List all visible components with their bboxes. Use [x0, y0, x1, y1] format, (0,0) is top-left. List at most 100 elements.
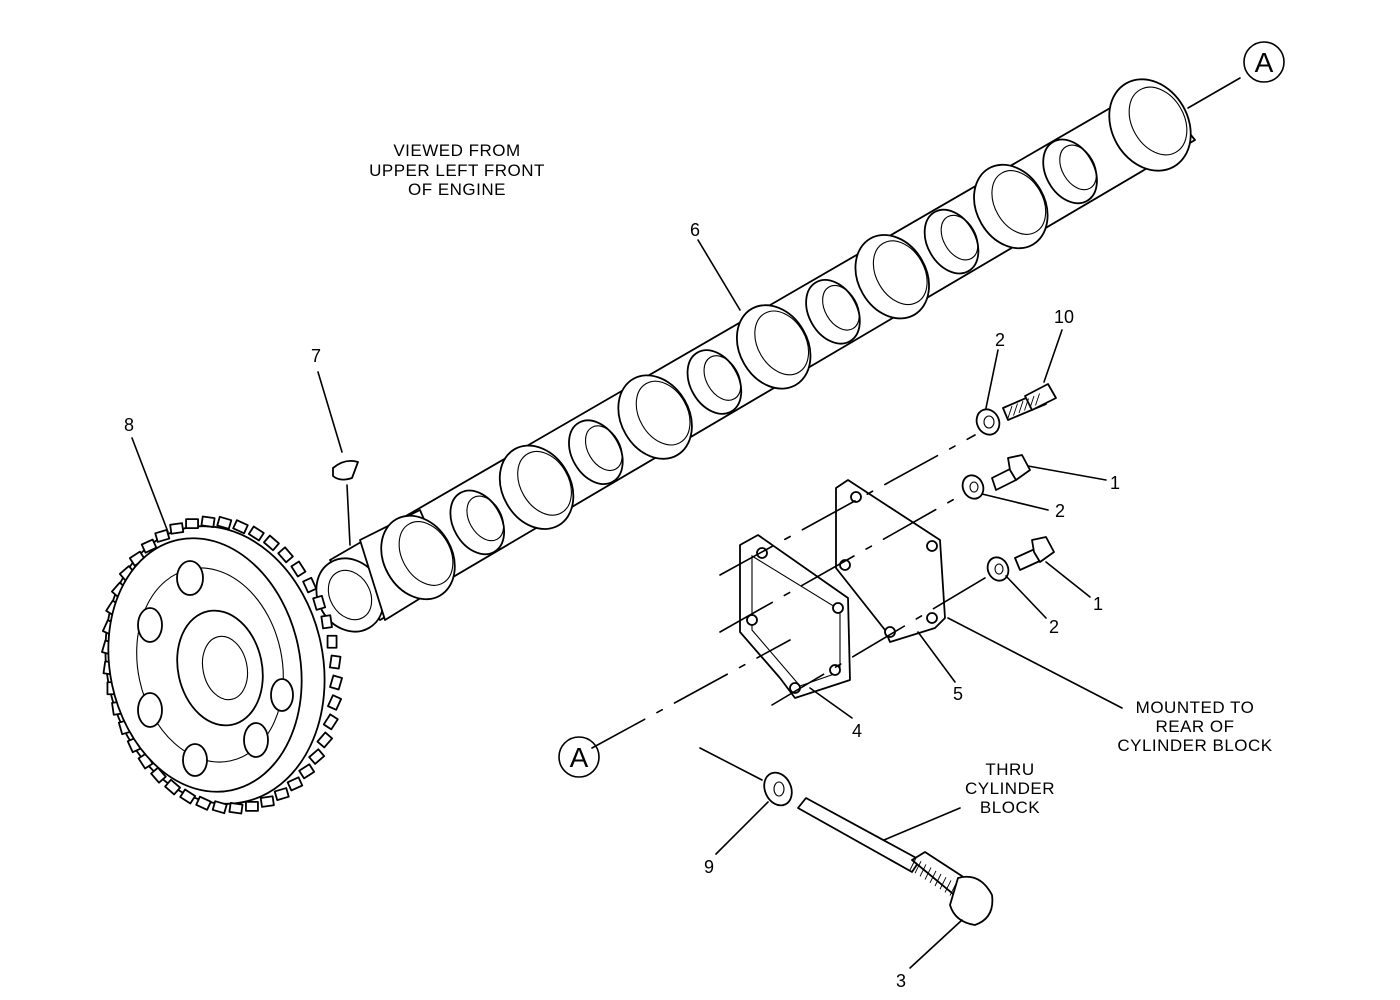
- cam-lobe: [805, 279, 861, 345]
- gear-tooth: [322, 713, 339, 731]
- washer-top: [975, 408, 1001, 436]
- callout-4: 4: [852, 721, 862, 741]
- view-note-line-2: UPPER LEFT FRONT: [369, 161, 545, 180]
- gear-tooth: [273, 787, 290, 801]
- gear-tooth: [211, 800, 228, 815]
- thread-line: [929, 870, 937, 884]
- thread-line: [1018, 400, 1024, 414]
- thru-note: THRU CYLINDER BLOCK: [965, 760, 1055, 817]
- cam-lobe-face: [398, 521, 454, 586]
- thread-line: [944, 880, 952, 893]
- cam-lobe: [923, 208, 980, 275]
- gear-tooth: [216, 515, 233, 530]
- gear-tooth: [277, 546, 294, 564]
- cam-lobe-face: [754, 310, 810, 376]
- bolt-lower: [1014, 536, 1055, 571]
- cam-lobe: [568, 419, 624, 485]
- gear-tooth: [302, 576, 318, 594]
- gear-tooth: [298, 763, 316, 780]
- ref-marker-bottom-label: A: [570, 742, 589, 773]
- thru-note-line-1: THRU: [985, 760, 1034, 779]
- callout-10: 10: [1054, 307, 1074, 327]
- thread-line: [1024, 398, 1029, 411]
- gear-tooth: [232, 519, 249, 535]
- mount-note-line-2: REAR OF: [1155, 717, 1234, 736]
- callout-3: 3: [896, 971, 906, 991]
- gear-tooth: [247, 525, 265, 542]
- cam-lobe-face: [517, 450, 572, 516]
- gear-tooth: [195, 795, 212, 811]
- callout-9: 9: [704, 857, 714, 877]
- thru-note-line-2: CYLINDER: [965, 779, 1055, 798]
- gear-tooth: [179, 788, 197, 805]
- gear-tooth: [200, 515, 216, 528]
- gear-tooth: [327, 694, 343, 711]
- thread-line: [939, 876, 947, 890]
- leader-lines: [131, 239, 1123, 969]
- callout-6: 6: [690, 220, 700, 240]
- callout-7: 7: [311, 346, 321, 366]
- cam-lobe-face: [1059, 144, 1097, 191]
- cam-lobe: [1042, 138, 1098, 205]
- gear-tooth: [316, 731, 334, 749]
- cam-lobe-face: [940, 214, 979, 261]
- callout-1-upper: 1: [1110, 473, 1120, 493]
- camshaft: [315, 78, 1196, 633]
- cam-lobe-face: [635, 380, 691, 446]
- ref-marker-top-label: A: [1255, 47, 1274, 78]
- thread-line: [1029, 395, 1035, 409]
- view-note-line-1: VIEWED FROM: [393, 141, 520, 160]
- gear-tooth: [150, 766, 167, 784]
- long-bolt: [797, 797, 994, 926]
- gear-tooth: [320, 614, 333, 630]
- ref-marker-bottom: A: [558, 736, 600, 778]
- gasket: [739, 534, 851, 699]
- thru-note-line-3: BLOCK: [980, 798, 1040, 817]
- thread-line: [919, 864, 927, 877]
- stud-bolt: [1002, 383, 1057, 421]
- mount-note-line-3: CYLINDER BLOCK: [1117, 736, 1272, 755]
- gear-tooth: [312, 594, 327, 611]
- mount-note-line-1: MOUNTED TO: [1136, 698, 1255, 717]
- thread-line: [924, 867, 932, 880]
- thread-line: [1035, 393, 1040, 406]
- callout-5: 5: [953, 684, 963, 704]
- gear-tooth: [169, 522, 185, 535]
- center-lines: [591, 77, 1241, 781]
- thread-line: [934, 873, 942, 887]
- thread-line: [1007, 405, 1013, 419]
- gear-tooth: [308, 748, 326, 765]
- gear-tooth: [290, 560, 307, 578]
- gear-tooth: [185, 518, 199, 530]
- callout-8: 8: [124, 415, 134, 435]
- view-note-line-3: OF ENGINE: [408, 180, 506, 199]
- cam-lobe-face: [584, 425, 623, 472]
- thread-line: [914, 860, 922, 874]
- gear-tooth: [259, 795, 275, 808]
- washer-thru: [763, 771, 793, 807]
- gear-tooth: [228, 802, 244, 815]
- cam-lobe-face: [703, 355, 742, 401]
- gear-tooth: [328, 654, 342, 670]
- callout-2-middle: 2: [1055, 501, 1065, 521]
- cam-lobe: [686, 349, 743, 415]
- washer-lower: [986, 556, 1010, 582]
- gear-tooth: [164, 778, 181, 796]
- cam-lobe-face: [991, 170, 1047, 235]
- callouts: 6 7 8 2 10 1 2 1 2 5 4 9 3: [124, 220, 1120, 991]
- gear-tooth: [263, 534, 280, 552]
- camshaft-gear: [101, 515, 343, 815]
- view-note: VIEWED FROM UPPER LEFT FRONT OF ENGINE: [369, 141, 545, 199]
- cam-lobe-face: [872, 240, 928, 306]
- thread-line: [909, 857, 917, 871]
- bolt-upper: [991, 454, 1031, 491]
- callout-2-top: 2: [995, 330, 1005, 350]
- cam-lobe-face: [466, 495, 505, 542]
- cam-lobe: [449, 489, 506, 556]
- thread-line: [1013, 403, 1018, 416]
- callout-2-lower: 2: [1049, 617, 1059, 637]
- mount-note: MOUNTED TO REAR OF CYLINDER BLOCK: [1117, 698, 1272, 755]
- callout-1-lower: 1: [1093, 594, 1103, 614]
- gear-tooth: [245, 800, 259, 812]
